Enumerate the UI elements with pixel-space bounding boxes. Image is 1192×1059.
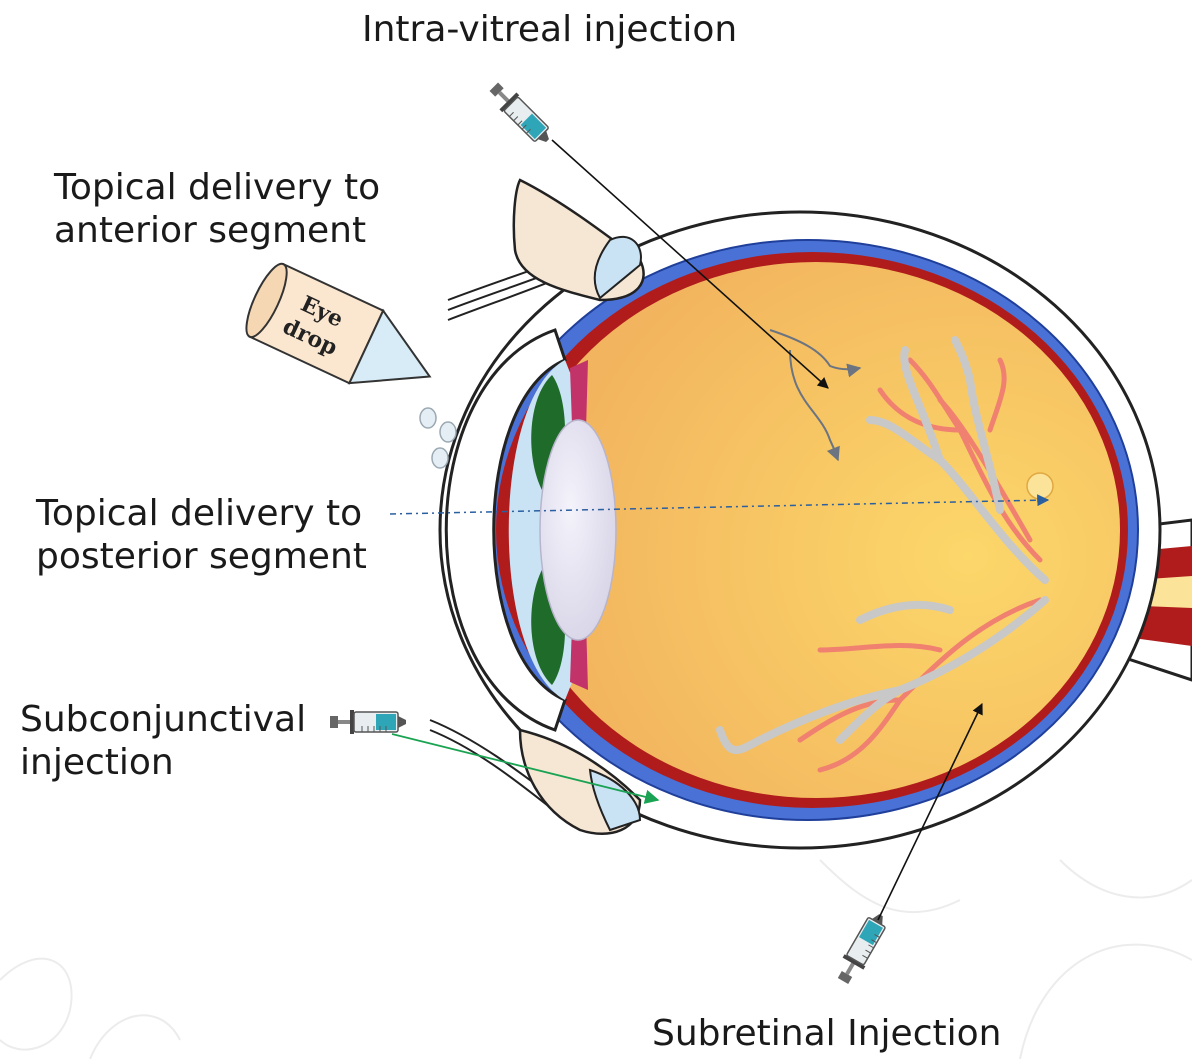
label-subretinal-injection: Subretinal Injection xyxy=(652,1012,1001,1055)
intravitreal-syringe xyxy=(485,78,556,149)
label-subconjunctival-injection: Subconjunctival injection xyxy=(20,698,306,784)
label-topical-posterior-segment: Topical delivery to posterior segment xyxy=(36,492,367,578)
lens xyxy=(540,420,616,640)
label-intravitreal-injection: Intra-vitreal injection xyxy=(362,8,737,51)
upper-eyelid xyxy=(448,180,644,320)
subconjunctival-syringe xyxy=(330,710,406,734)
subretinal-syringe xyxy=(833,909,892,987)
background-swirls xyxy=(0,860,1192,1059)
label-topical-anterior-segment: Topical delivery to anterior segment xyxy=(54,166,380,252)
macula xyxy=(1027,473,1053,499)
eye-drop-bottle: Eye drop xyxy=(239,259,447,413)
